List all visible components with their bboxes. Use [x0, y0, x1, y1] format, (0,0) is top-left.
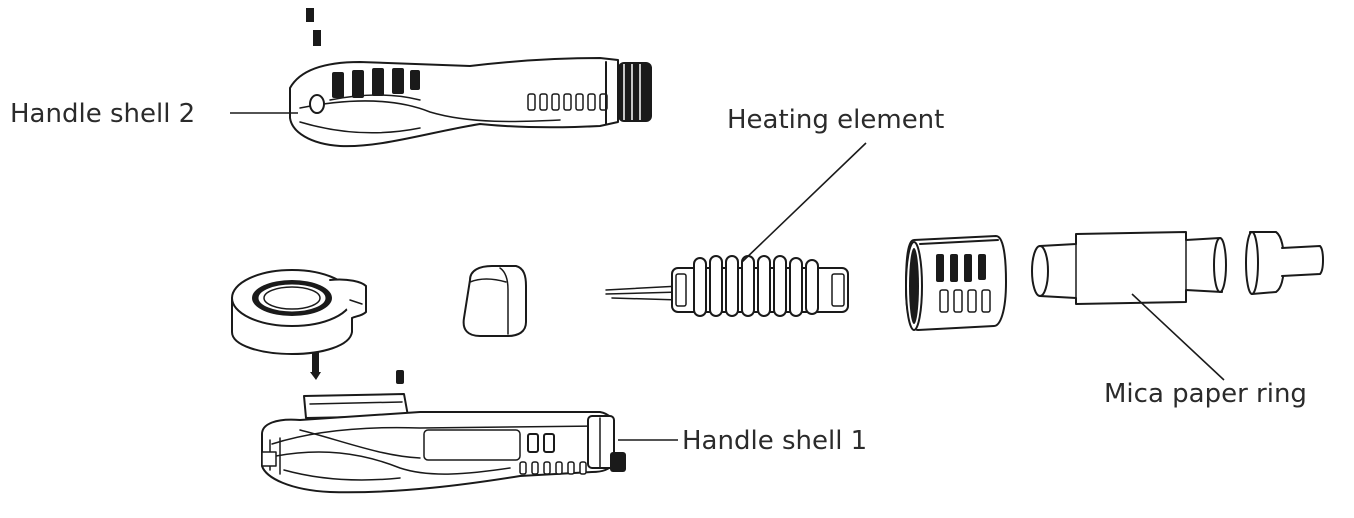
screw-icon	[396, 370, 404, 384]
screw-icon	[306, 8, 314, 22]
label-heating-element: Heating element	[727, 105, 944, 135]
label-handle-shell-2: Handle shell 2	[10, 99, 195, 129]
label-mica-paper-ring: Mica paper ring	[1104, 379, 1307, 409]
blower-fan	[231, 269, 367, 355]
heating-coils	[693, 255, 819, 317]
connector-cap	[462, 265, 527, 337]
grip-ridges-bottom	[519, 461, 587, 475]
leader-lines	[230, 112, 1225, 441]
vent-slots	[329, 68, 421, 101]
screw-icon	[313, 30, 321, 46]
grip-ridges	[527, 93, 608, 111]
shell-windows	[527, 433, 555, 453]
mica-paper-ring	[1031, 231, 1227, 305]
handle-shell-1	[261, 352, 626, 494]
label-handle-shell-1: Handle shell 1	[682, 426, 867, 456]
nozzle-grille	[905, 235, 1007, 331]
handle-shell-2	[289, 8, 652, 148]
heating-element	[605, 255, 849, 317]
screw-icon	[312, 352, 319, 372]
end-tip	[1245, 231, 1324, 295]
grille-slots	[936, 254, 991, 313]
